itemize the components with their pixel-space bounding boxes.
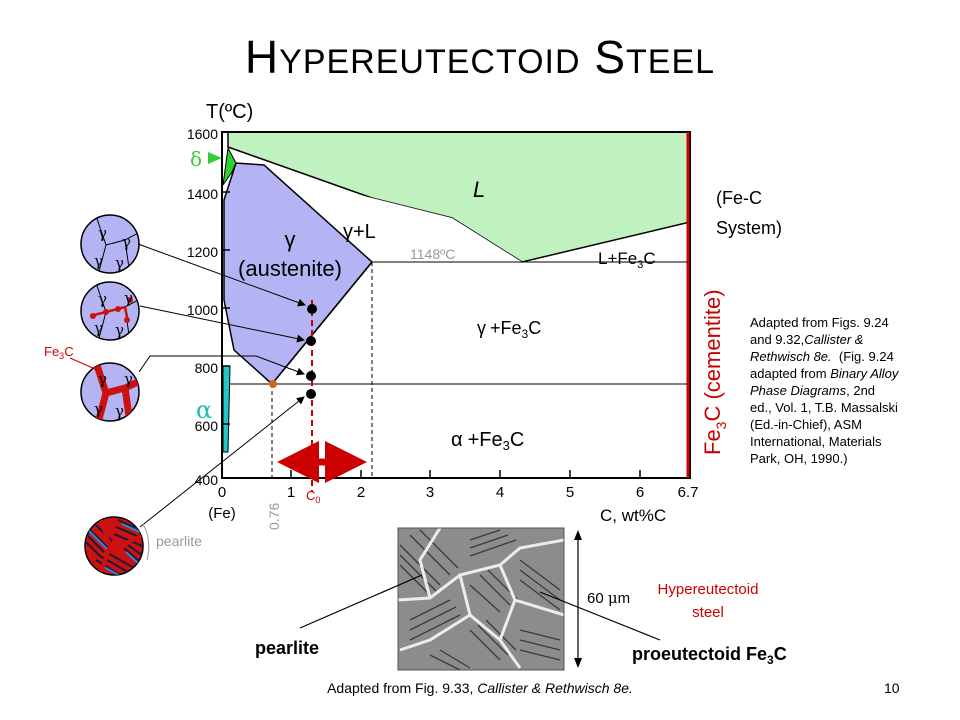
title-word-1: YPEREUTECTOID xyxy=(279,43,581,81)
hypereutectoid-label-line1: Hypereutectoid xyxy=(658,581,759,598)
svg-text:γ: γ xyxy=(124,370,133,388)
delta-pointer-icon xyxy=(208,152,222,164)
microstructure-nucleating: γ γ γ γ xyxy=(80,281,140,341)
x-tick-label: 4 xyxy=(496,484,504,501)
system-label-line1: (Fe-C xyxy=(716,188,762,208)
x-tick-label: 3 xyxy=(426,484,434,501)
x-axis-label: C, wt%C xyxy=(600,506,666,525)
svg-text:γ: γ xyxy=(115,402,124,420)
state-point-2 xyxy=(306,336,316,346)
x-origin-fe: (Fe) xyxy=(208,505,236,522)
eutectoid-point xyxy=(269,380,277,388)
y-tick-label: 800 xyxy=(195,360,219,376)
svg-text:γ: γ xyxy=(98,224,107,242)
x-ticks xyxy=(290,470,641,478)
scale-bar-label: 60 μm xyxy=(587,589,630,607)
pearlite-bracket xyxy=(142,523,150,561)
grain-gamma-symbols: γ γ γ γ xyxy=(94,370,133,420)
alpha-label: α xyxy=(196,396,212,424)
state-point-3 xyxy=(306,371,316,381)
svg-text:γ: γ xyxy=(94,319,103,337)
svg-text:γ: γ xyxy=(124,289,133,307)
x-tick-label: 0 xyxy=(218,484,226,501)
delta-region xyxy=(222,146,237,186)
scale-bar-top-arrow xyxy=(574,530,582,540)
figure-citation: Adapted from Figs. 9.24 and 9.32,Callist… xyxy=(750,315,899,466)
delta-label: δ xyxy=(190,147,202,171)
liquid-cementite-label: L+Fe3C xyxy=(598,249,656,271)
grain-gamma-symbols: γ γ γ γ xyxy=(94,224,131,272)
y-tick-label: 1200 xyxy=(187,244,218,260)
x-tick-label: 5 xyxy=(566,484,574,501)
pearlite-small-label: pearlite xyxy=(156,533,202,549)
microstructure-pearlite xyxy=(84,516,144,576)
svg-text:γ: γ xyxy=(94,400,103,418)
title-initial-h: H xyxy=(244,31,280,83)
state-point-1 xyxy=(307,304,317,314)
c0-label: C0 xyxy=(306,488,320,505)
fe3c-left-label: Fe3C xyxy=(44,344,74,361)
y-tick-label: 1600 xyxy=(187,126,218,142)
pearlite-pointer xyxy=(299,574,423,629)
proeutectoid-pointer xyxy=(539,591,661,641)
eutectoid-composition-label: 0.76 xyxy=(266,503,282,530)
austenite-label: (austenite) xyxy=(238,256,342,281)
state-point-4 xyxy=(306,389,316,399)
hypereutectoid-label-line2: steel xyxy=(692,604,724,621)
gamma-cementite-label: γ+Fe3C xyxy=(477,318,541,341)
page-number: 10 xyxy=(884,680,900,696)
micrograph-image xyxy=(398,528,564,670)
footer-citation: Adapted from Fig. 9.33, Callister & Reth… xyxy=(327,680,633,696)
liquid-label: L xyxy=(473,177,485,202)
x-tick-label: 1 xyxy=(287,484,295,501)
title-initial-s: S xyxy=(594,31,627,83)
y-ticks xyxy=(222,131,230,425)
microstructure-proeutectoid: γ γ γ γ xyxy=(80,362,140,422)
gamma-liquid-label: γ+L xyxy=(343,221,376,243)
y-tick-label: 400 xyxy=(195,472,219,488)
svg-text:γ: γ xyxy=(115,254,124,272)
cementite-label: Fe3C (cementite) xyxy=(700,289,729,455)
microstructure-austenite: γ γ γ γ xyxy=(80,214,140,274)
y-tick-label: 1000 xyxy=(187,302,218,318)
x-tick-label: 6.7 xyxy=(678,484,699,501)
connector-1 xyxy=(137,243,306,307)
svg-text:γ: γ xyxy=(98,370,107,388)
grain-gamma-symbols: γ γ γ γ xyxy=(94,289,133,339)
gamma-label: γ xyxy=(285,227,296,252)
fe3c-pointer xyxy=(69,357,103,373)
connector-2 xyxy=(139,305,305,343)
eutectic-temp-label: 1148ºC xyxy=(410,246,455,262)
system-label-line2: System) xyxy=(716,218,782,238)
proeutectoid-label: proeutectoid Fe3C xyxy=(632,644,787,667)
y-axis-label: T(ºC) xyxy=(206,101,253,123)
plot-frame xyxy=(221,131,691,479)
pearlite-label: pearlite xyxy=(255,638,319,658)
connector-4 xyxy=(139,396,305,528)
title-word-2: TEEL xyxy=(626,43,716,81)
svg-text:γ: γ xyxy=(98,290,107,308)
x-tick-label: 2 xyxy=(357,484,365,501)
slide-title: HYPEREUTECTOID STEEL xyxy=(0,30,960,84)
alpha-cementite-label: α+Fe3C xyxy=(451,429,524,453)
svg-text:γ: γ xyxy=(122,233,131,251)
micrograph-frame xyxy=(397,527,565,671)
gamma-plus-liquid-region xyxy=(236,163,522,262)
y-tick-label: 600 xyxy=(195,418,219,434)
scale-bar-bottom-arrow xyxy=(574,658,582,668)
svg-text:γ: γ xyxy=(115,321,124,339)
acm-line xyxy=(271,261,373,385)
x-tick-label: 6 xyxy=(636,484,644,501)
connector-3 xyxy=(138,355,305,376)
y-tick-label: 1400 xyxy=(187,186,218,202)
svg-text:γ: γ xyxy=(94,252,103,270)
alpha-region xyxy=(222,365,231,453)
